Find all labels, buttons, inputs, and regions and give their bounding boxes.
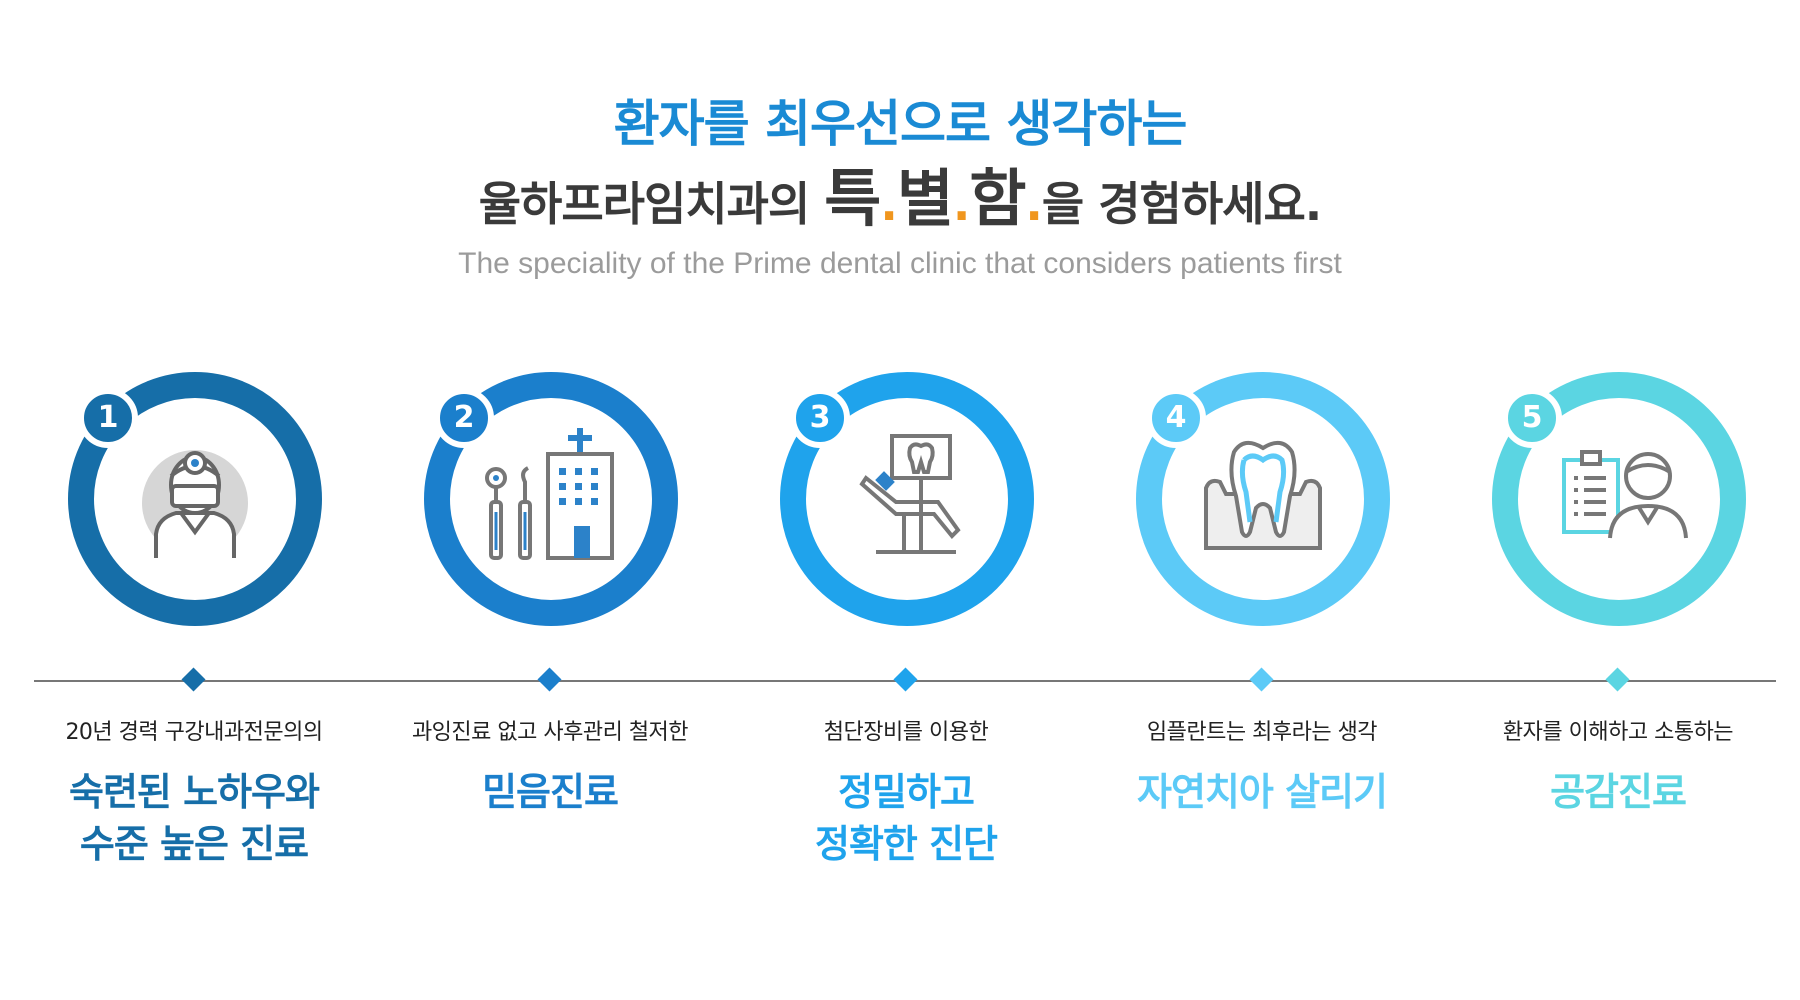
timeline-marker-4 (1249, 667, 1274, 692)
feature-item-4: 4 임플란트는 최후라는 생각 자연치아 살리기 (1082, 372, 1442, 892)
headline-primary: 환자를 최우선으로 생각하는 (613, 95, 1188, 153)
feature-title-1: 숙련된 노하우와 수준 높은 진료 (69, 770, 320, 866)
tooth-implant-icon (1204, 440, 1322, 550)
step-badge-2: 2 (434, 388, 494, 448)
english-subtitle: The speciality of the Prime dental clini… (458, 247, 1342, 280)
feature-title-5: 공감진료 (1550, 770, 1687, 814)
feature-desc-5: 환자를 이해하고 소통하는 (1502, 720, 1734, 745)
timeline-marker-5 (1605, 667, 1630, 692)
feature-desc-1: 20년 경력 구강내과전문의의 (65, 720, 323, 745)
headline-emphasis-3: 함 (969, 162, 1026, 235)
headline-dot-1: . (880, 177, 898, 231)
feature-item-5: 5 환자를 이해하고 소통하는 공감진료 (1438, 372, 1798, 892)
headline-dot-3: . (1025, 177, 1043, 231)
feature-ring-1 (68, 372, 322, 626)
timeline-marker-1 (181, 667, 206, 692)
feature-ring-5 (1492, 372, 1746, 626)
feature-title-2: 믿음진료 (482, 770, 619, 814)
headline-emphasis-1: 특 (824, 162, 881, 235)
feature-item-1: 1 20년 경력 구강내과전문의의 숙련된 노하우와 수준 높은 진료 (14, 372, 374, 892)
feature-item-3: 3 첨단장비를 이용한 정밀하고 정확한 진단 (726, 372, 1086, 892)
headline-secondary: 율하프라임치과의 특.별.함.을 경험하세요. (0, 162, 1800, 241)
feature-desc-2: 과잉진료 없고 사후관리 철저한 (411, 720, 689, 745)
timeline-marker-2 (537, 667, 562, 692)
headline-dot-2: . (952, 177, 971, 231)
step-badge-4: 4 (1146, 388, 1206, 448)
step-badge-1: 1 (78, 388, 138, 448)
headline-prefix: 율하프라임치과의 (478, 177, 825, 231)
feature-ring-4 (1136, 372, 1390, 626)
step-badge-5: 5 (1502, 388, 1562, 448)
feature-desc-3: 첨단장비를 이용한 (823, 720, 989, 745)
hospital-tools-icon (485, 428, 614, 560)
dental-chair-icon (859, 434, 961, 554)
headline-emphasis-2: 별 (896, 162, 954, 235)
clipboard-person-icon (1562, 450, 1688, 539)
feature-item-2: 2 과잉진료 없고 사후관리 철저한 믿음진료 (370, 372, 730, 892)
timeline-marker-3 (893, 667, 918, 692)
feature-ring-3 (780, 372, 1034, 626)
dentist-doctor-icon (142, 450, 248, 558)
feature-ring-2 (424, 372, 678, 626)
feature-desc-4: 임플란트는 최후라는 생각 (1146, 720, 1378, 745)
step-badge-3: 3 (790, 388, 850, 448)
feature-title-3: 정밀하고 정확한 진단 (814, 770, 998, 866)
feature-title-4: 자연치아 살리기 (1137, 770, 1388, 814)
headline-suffix: 을 경험하세요. (1041, 177, 1322, 231)
